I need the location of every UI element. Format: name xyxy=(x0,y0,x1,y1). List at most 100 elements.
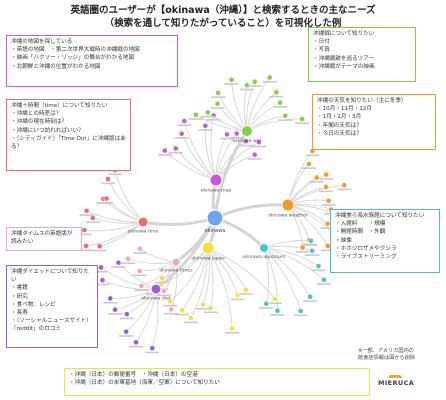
times-box-header: 沖縄タイムスの英語版が読みたい xyxy=(11,231,73,246)
weather-box-header: 沖縄の天気を知りたい（主に冬季） xyxy=(317,98,407,104)
leaf-node xyxy=(229,325,235,332)
leaf-label-placeholder xyxy=(94,270,109,273)
map-needs-box: 沖縄の地図を探している 英語の地図 ・第二次世界大戦時の沖縄戦の地図 映画「ハク… xyxy=(6,35,178,87)
leaf-label-placeholder xyxy=(305,254,320,256)
leaf-edge xyxy=(263,247,302,312)
leaf-node xyxy=(204,109,211,116)
leaf-node xyxy=(137,245,143,252)
time-box-header: 沖縄＋時間（time）について知りたい xyxy=(11,103,108,109)
leaf-node xyxy=(271,296,278,302)
leaf-label-placeholder xyxy=(107,173,122,176)
leaf-node xyxy=(192,111,199,118)
japan-item: 沖縄（日本）の郵便番号 ・沖縄（日本）の空港 xyxy=(69,371,365,379)
leaf-label-placeholder xyxy=(269,95,284,98)
leaf-label-placeholder xyxy=(220,137,235,140)
hub-node xyxy=(171,257,181,267)
leaf-label-placeholder xyxy=(92,249,107,252)
leaf-node xyxy=(98,264,104,271)
hub-edge xyxy=(213,129,249,220)
leaf-node xyxy=(307,293,314,300)
leaf-node xyxy=(273,89,280,96)
hub-label: okinawa time xyxy=(128,229,159,235)
logo-mark xyxy=(388,375,402,378)
leaf-label-placeholder xyxy=(103,301,118,304)
leaf-label-placeholder xyxy=(129,345,144,348)
japan-item: 沖縄（日本）の米軍基地（海軍／空軍）について知りたい xyxy=(69,379,365,387)
leaf-label-placeholder xyxy=(119,317,134,320)
diet-box-list: 書籍 研究 食べ物、レシピ 長寿 （ソーシャルニュースサイト）「reddit」の… xyxy=(11,284,93,333)
leaf-label-placeholder xyxy=(206,119,221,121)
leaf-label-placeholder xyxy=(311,269,326,272)
weather-item: 今日の天気は？ xyxy=(317,130,431,138)
leaf-node xyxy=(107,295,114,302)
aquarium-item: ライブストリーミング xyxy=(335,253,435,261)
war-item: 写真 xyxy=(313,46,411,54)
leaf-node xyxy=(224,131,230,138)
weather-item: 10月・11月・12月 xyxy=(317,105,431,113)
weather-box-list: 10月・11月・12月 1月・2月・3月 年間の天気は？ 今日の天気は？ xyxy=(317,105,431,138)
leaf-node xyxy=(234,292,241,299)
leaf-node xyxy=(89,215,96,221)
leaf-edge xyxy=(190,247,209,319)
leaf-label-placeholder xyxy=(320,227,335,229)
leaf-node xyxy=(168,306,175,313)
diet-item: 書籍 xyxy=(11,284,93,292)
leaf-label-placeholder xyxy=(267,302,282,305)
leaf-label-placeholder xyxy=(79,214,94,216)
map-item: 北朝鮮と沖縄の位置がわかる地図 xyxy=(11,63,173,71)
center-label: okinawa xyxy=(205,228,226,234)
leaf-label-placeholder xyxy=(188,118,203,120)
leaf-node xyxy=(277,99,284,106)
leaf-node xyxy=(299,116,306,122)
leaf-node xyxy=(255,139,262,146)
leaf-node xyxy=(105,176,111,182)
hub-node xyxy=(137,216,149,228)
leaf-label-placeholder xyxy=(198,129,213,131)
footnote: ※一部、アメリカ国内の 飲食店情報は図から削除 xyxy=(358,348,415,362)
aquarium-box-list: 入館料 ・規模 開館時間 ・外観 映像 ホホジロザメやクジラ ライブストリーミン… xyxy=(335,220,435,261)
leaf-edge xyxy=(263,247,325,281)
leaf-node xyxy=(266,74,273,81)
hub-node xyxy=(150,283,162,295)
leaf-label-placeholder xyxy=(240,88,255,91)
leaf-label-placeholder xyxy=(79,249,94,252)
leaf-node xyxy=(167,298,174,305)
leaf-label-placeholder xyxy=(293,314,308,317)
leaf-node xyxy=(263,300,270,307)
leaf-label-placeholder xyxy=(295,251,310,253)
leaf-label-placeholder xyxy=(229,137,244,139)
leaf-node xyxy=(274,307,281,314)
leaf-node xyxy=(83,207,90,214)
leaf-label-placeholder xyxy=(168,151,183,154)
war-item: 日付 xyxy=(313,38,411,46)
war-box-header: 沖縄戦について知りたい xyxy=(313,31,375,37)
leaf-node xyxy=(96,243,103,250)
war-needs-box: 沖縄戦について知りたい 日付 写真 沖縄戦跡を巡るツアー 沖縄戦がテーマの映画 xyxy=(308,27,416,82)
leaf-label-placeholder xyxy=(175,313,190,316)
logo-text: MIERUCA xyxy=(378,379,415,387)
leaf-label-placeholder xyxy=(224,83,239,85)
leaf-label-placeholder xyxy=(278,119,293,121)
leaf-node xyxy=(161,147,168,154)
hub-label: okinawa weather xyxy=(268,213,307,219)
leaf-edge xyxy=(139,248,177,263)
hub-label: okinawa war xyxy=(233,138,262,144)
leaf-label-placeholder xyxy=(210,107,225,109)
time-item: 沖縄との時差は？ xyxy=(11,110,126,118)
war-box-list: 日付 写真 沖縄戦跡を巡るツアー 沖縄戦がテーマの映画 xyxy=(313,38,411,71)
war-item: 沖縄戦がテーマの映画 xyxy=(313,63,411,71)
map-box-header: 沖縄の地図を探している xyxy=(11,39,73,45)
leaf-nodes-layer xyxy=(77,74,352,354)
leaf-label-placeholder xyxy=(108,313,123,315)
leaf-label-placeholder xyxy=(247,158,262,160)
leaf-node xyxy=(83,243,89,249)
leaf-label-placeholder xyxy=(203,311,218,314)
hub-label: okinawa aquarium xyxy=(243,254,286,260)
leaf-label-placeholder xyxy=(177,124,192,127)
hub-node xyxy=(209,173,223,187)
leaf-label-placeholder xyxy=(270,314,285,316)
leaf-node xyxy=(159,275,165,282)
leaf-node xyxy=(187,315,194,321)
